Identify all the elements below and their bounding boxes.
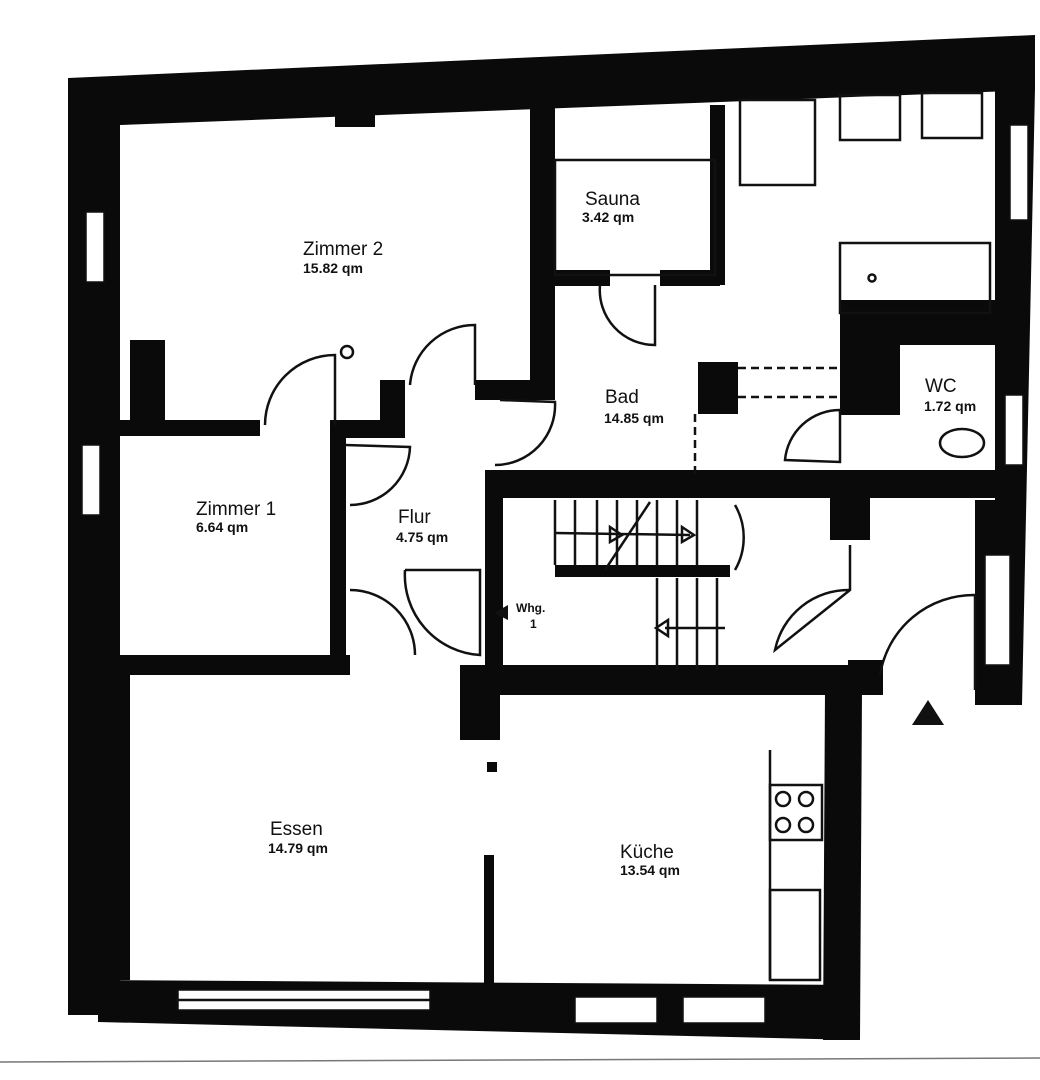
room-name-flur: Flur: [398, 507, 431, 528]
room-area-flur: 4.75 qm: [396, 529, 448, 545]
window: [1009, 124, 1029, 221]
shower-tray: [738, 98, 817, 187]
room-name-sauna: Sauna: [585, 189, 640, 210]
fixtures: [175, 91, 992, 1002]
room-name-essen: Essen: [270, 819, 323, 840]
windows: [81, 124, 1029, 1024]
staircase: [494, 500, 725, 670]
room-name-kueche: Küche: [620, 842, 674, 863]
window: [1004, 394, 1024, 466]
sink: [920, 91, 984, 140]
room-area-zimmer-1: 6.64 qm: [196, 519, 248, 535]
window: [574, 996, 658, 1024]
page-edge-line: [0, 1057, 1040, 1063]
unit-pointer-icon: [494, 605, 508, 620]
room-area-zimmer-2: 15.82 qm: [303, 260, 363, 276]
sink: [838, 93, 902, 142]
kitchen-sink: [768, 888, 822, 982]
window: [85, 211, 105, 283]
sauna-bench: [553, 158, 717, 277]
room-labels: Zimmer 2 15.82 qm Sauna 3.42 qm Bad 14.8…: [196, 189, 976, 878]
room-area-wc: 1.72 qm: [924, 398, 976, 414]
room-area-bad: 14.85 qm: [604, 410, 664, 426]
window: [682, 996, 766, 1024]
doors: [263, 284, 977, 690]
room-name-zimmer-2: Zimmer 2: [303, 239, 383, 260]
window: [81, 444, 101, 516]
toilet: [938, 427, 986, 459]
room-name-wc: WC: [925, 376, 957, 397]
room-area-sauna: 3.42 qm: [582, 209, 634, 225]
room-area-kueche: 13.54 qm: [620, 862, 680, 878]
bathtub: [838, 241, 992, 315]
room-name-zimmer-1: Zimmer 1: [196, 499, 276, 520]
room-name-bad: Bad: [605, 387, 639, 408]
room-area-essen: 14.79 qm: [268, 840, 328, 856]
interior-walls: [120, 100, 995, 985]
window: [984, 554, 1011, 666]
entrance-arrow-icon: [912, 700, 944, 725]
unit-number: 1: [530, 617, 537, 631]
unit-label: Whg.: [516, 601, 545, 615]
